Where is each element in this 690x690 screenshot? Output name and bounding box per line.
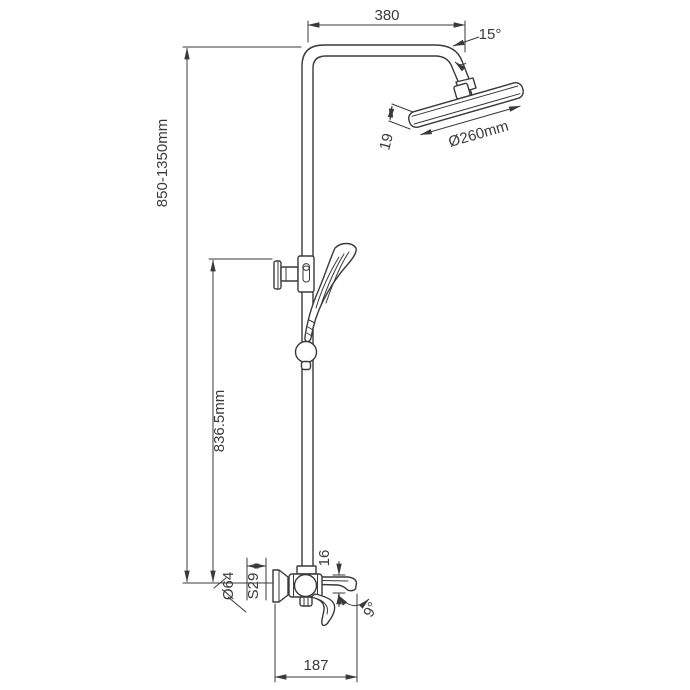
dim-arm-width: 380 <box>307 7 466 53</box>
mixer-lever-detail <box>317 598 328 615</box>
mixer <box>272 565 358 627</box>
dim-nut-size-label: S29 <box>245 573 262 600</box>
shower-head-group: Ø260mm <box>408 82 524 151</box>
dim-spout-reach-label: 187 <box>303 657 328 674</box>
dim-head-tilt-angle: 15° <box>452 26 502 72</box>
dim-head-tilt-arc <box>454 61 467 72</box>
dim-nut-size: S29 <box>245 557 267 601</box>
dim-spout-drop-label: 16 <box>316 550 333 567</box>
riser-mounting-nut <box>296 565 317 575</box>
dim-head-thickness-ext-1 <box>391 103 414 113</box>
dim-escutcheon-diameter: Ø64 <box>213 572 247 613</box>
dim-head-tilt-leader <box>452 36 480 47</box>
dim-overall-height: 850-1350mm <box>154 46 302 584</box>
dim-overall-height-label: 850-1350mm <box>154 119 171 207</box>
mixer-spout <box>319 576 358 592</box>
hand-shower <box>304 242 357 343</box>
hand-shower-detail-line-1 <box>315 256 340 309</box>
mixer-lever-handle <box>310 593 336 627</box>
dim-head-tilt-label: 15° <box>479 26 502 43</box>
bracket-stem <box>280 266 299 282</box>
bracket-keyhole-slot <box>302 265 310 283</box>
riser-arm-outer-line <box>301 44 472 575</box>
hand-shower-body <box>304 242 357 343</box>
dim-escutcheon-diameter-label: Ø64 <box>220 572 237 600</box>
dim-head-thickness: 19 <box>376 103 414 153</box>
dim-arm-width-label: 380 <box>374 7 399 24</box>
slide-bracket <box>273 255 315 293</box>
cartridge-dome <box>293 573 318 598</box>
diverter-knob <box>299 596 313 607</box>
dim-spout-tilt-angle: 9° <box>337 594 382 620</box>
hand-shower-grip-hatch <box>306 319 316 337</box>
bracket-keyhole-circle <box>302 263 311 271</box>
dim-head-thickness-line <box>387 105 395 121</box>
mixer-spout-seam <box>321 580 349 582</box>
dim-slidebar-height: 836.5mm <box>208 258 273 583</box>
dim-spout-tilt-label: 9° <box>360 599 382 620</box>
slider-knob-ball <box>294 340 318 364</box>
dim-slidebar-height-label: 836.5mm <box>211 390 228 453</box>
wall-escutcheon <box>272 569 289 603</box>
dim-spout-tilt-arc <box>337 594 370 609</box>
dim-head-diameter-label: Ø260mm <box>447 118 511 151</box>
riser-and-arm <box>301 44 472 575</box>
hand-shower-detail-line-3 <box>325 251 350 304</box>
slider-knob-stub <box>300 360 312 371</box>
dim-escutcheon-leader-2 <box>227 596 247 613</box>
riser-arm-inner-line <box>312 55 461 575</box>
dim-spout-reach: 187 <box>274 593 358 683</box>
dim-head-diameter-line <box>419 105 521 136</box>
dim-head-thickness-ext-2 <box>388 120 411 130</box>
overhead-shower: Ø260mm 19 <box>376 77 524 153</box>
dim-escutcheon-leader-1 <box>213 577 227 589</box>
bracket-slider-body <box>297 255 315 293</box>
hand-shower-detail-line-2 <box>320 253 345 306</box>
dim-head-thickness-label: 19 <box>376 132 397 153</box>
slider-knob <box>294 340 318 371</box>
